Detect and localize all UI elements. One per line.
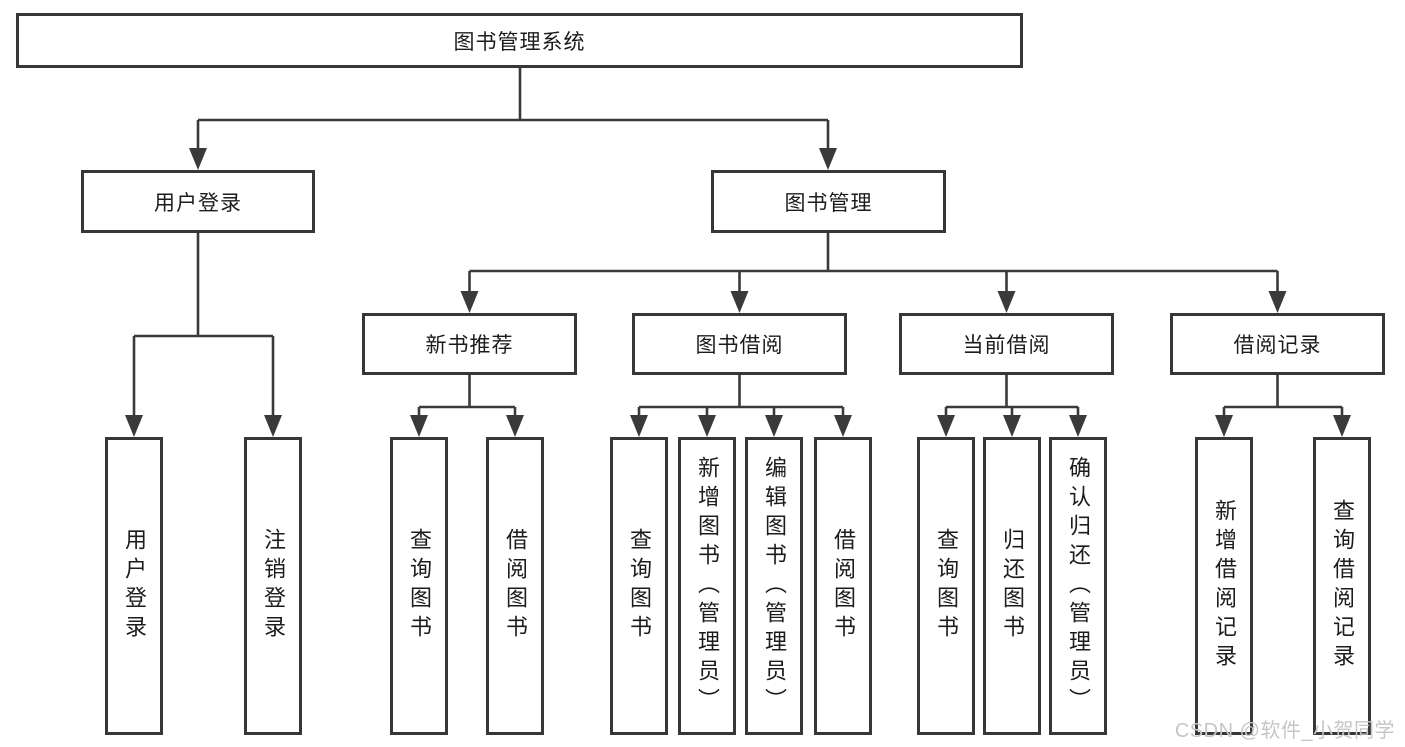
node-label: 当前借阅 [962, 334, 1051, 357]
node-label: 图书管理系统 [453, 30, 586, 54]
node-label: 编辑图书（管理员） [762, 455, 787, 717]
leaf-recommend-borrow-book: 借阅图书 [486, 437, 544, 735]
node-label: 新增借阅记录 [1212, 499, 1237, 673]
leaf-add-borrow-record: 新增借阅记录 [1195, 437, 1253, 735]
connector-root-to-level2 [189, 68, 837, 170]
node-new-book-recommend: 新书推荐 [362, 313, 577, 375]
node-label: 注销登录 [261, 528, 286, 644]
connector-recommend-leaves [410, 375, 524, 437]
leaf-edit-book-admin: 编辑图书（管理员） [745, 437, 803, 735]
node-label: 查询图书 [407, 528, 432, 644]
node-label: 新增图书（管理员） [695, 455, 720, 717]
connector-borrow-leaves [630, 375, 852, 437]
node-label: 图书借阅 [695, 334, 784, 357]
connector-current-leaves [937, 375, 1087, 437]
node-label: 借阅记录 [1233, 334, 1322, 357]
node-borrow-records: 借阅记录 [1170, 313, 1385, 375]
leaf-borrow-query-book: 查询图书 [610, 437, 668, 735]
leaf-current-query-book: 查询图书 [917, 437, 975, 735]
leaf-borrow-book: 借阅图书 [814, 437, 872, 735]
node-label: 用户登录 [154, 191, 242, 215]
leaf-return-book: 归还图书 [983, 437, 1041, 735]
connector-management-to-level3 [460, 233, 1287, 313]
node-label: 用户登录 [122, 528, 147, 644]
node-user-login: 用户登录 [81, 170, 315, 233]
leaf-recommend-query-book: 查询图书 [390, 437, 448, 735]
leaf-confirm-return-admin: 确认归还（管理员） [1049, 437, 1107, 735]
leaf-user-login: 用户登录 [105, 437, 163, 735]
node-root-system: 图书管理系统 [16, 13, 1023, 68]
node-label: 查询借阅记录 [1330, 499, 1355, 673]
node-label: 查询图书 [627, 528, 652, 644]
node-book-management: 图书管理 [711, 170, 946, 233]
leaf-logout: 注销登录 [244, 437, 302, 735]
node-label: 查询图书 [934, 528, 959, 644]
node-current-borrow: 当前借阅 [899, 313, 1114, 375]
leaf-query-borrow-record: 查询借阅记录 [1313, 437, 1371, 735]
node-label: 借阅图书 [503, 528, 528, 644]
node-label: 图书管理 [784, 191, 873, 215]
connector-login-leaves [125, 233, 282, 437]
node-label: 新书推荐 [425, 334, 514, 357]
node-label: 确认归还（管理员） [1066, 455, 1091, 717]
leaf-add-book-admin: 新增图书（管理员） [678, 437, 736, 735]
connector-records-leaves [1215, 375, 1351, 437]
node-label: 归还图书 [1000, 528, 1025, 644]
node-label: 借阅图书 [831, 528, 856, 644]
csdn-watermark: CSDN @软件_小贺同学 [1174, 720, 1395, 742]
node-book-borrow: 图书借阅 [632, 313, 847, 375]
